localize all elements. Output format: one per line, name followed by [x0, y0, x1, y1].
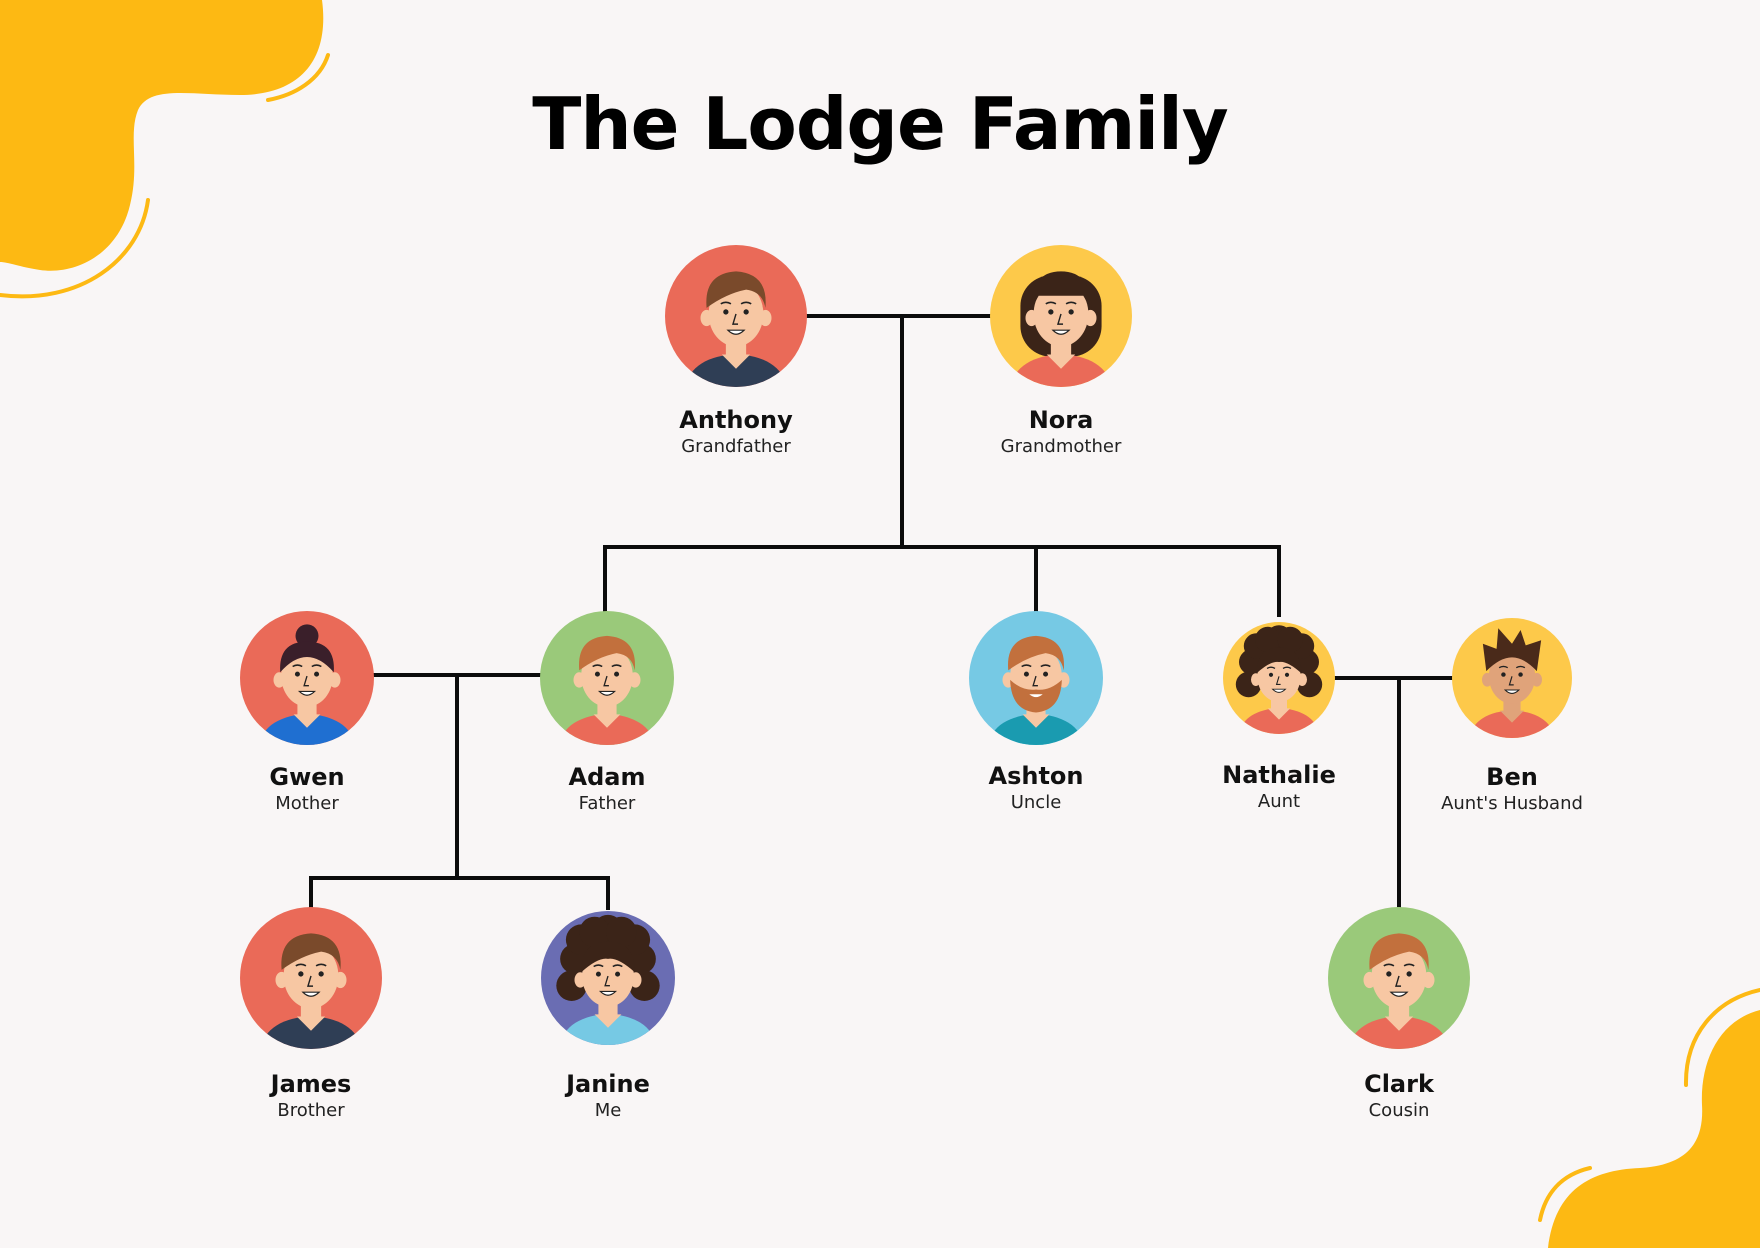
member-name: Ben: [1486, 763, 1538, 791]
woman-avatar-icon: [240, 611, 374, 745]
man-avatar-icon: [1328, 907, 1470, 1049]
member-name: Janine: [566, 1070, 650, 1098]
man-avatar-icon: [540, 611, 674, 745]
woman-avatar-icon: [541, 911, 675, 1045]
member-name: Adam: [568, 763, 646, 791]
member-role: Grandfather: [681, 436, 791, 457]
member-role: Aunt: [1257, 791, 1301, 812]
member-role: Me: [594, 1100, 622, 1121]
member-name: Clark: [1364, 1070, 1434, 1098]
member-role: Brother: [277, 1100, 345, 1121]
member-role: Cousin: [1368, 1100, 1430, 1121]
connector-lines: [309, 314, 1458, 910]
member-name: Ashton: [988, 762, 1084, 790]
member-name: James: [270, 1070, 352, 1098]
member-role: Grandmother: [1000, 436, 1122, 457]
member-name: Nora: [1028, 406, 1094, 434]
corner-blob-top-left: [0, 0, 330, 299]
member-role: Uncle: [1010, 792, 1062, 813]
woman-avatar-icon: [990, 245, 1132, 387]
member-role: Father: [578, 793, 636, 814]
avatars-layer: [240, 245, 1572, 1049]
woman-avatar-icon: [1223, 622, 1335, 734]
member-name: Nathalie: [1222, 761, 1336, 789]
page-title: The Lodge Family: [532, 82, 1228, 166]
corner-blob-bottom-right: [1538, 988, 1760, 1248]
member-role: Mother: [275, 793, 339, 814]
bearded-man-avatar-icon: [969, 611, 1103, 745]
man-avatar-icon: [1452, 618, 1572, 738]
man-avatar-icon: [240, 907, 382, 1049]
man-avatar-icon: [665, 245, 807, 387]
member-name: Anthony: [679, 406, 793, 434]
member-name: Gwen: [269, 763, 345, 791]
member-role: Aunt's Husband: [1441, 793, 1583, 814]
